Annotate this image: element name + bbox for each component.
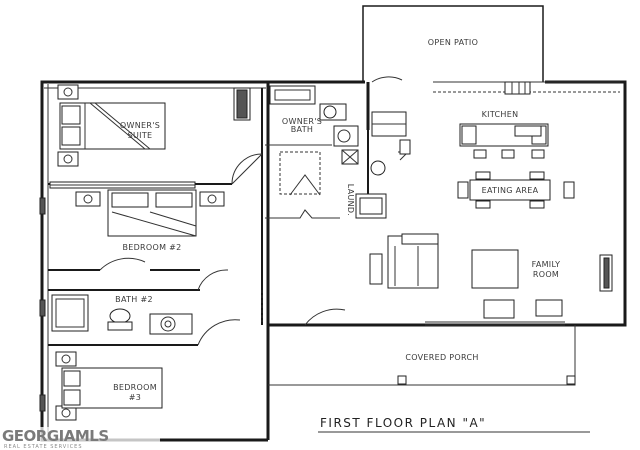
bedroom3-label-1: BEDROOM bbox=[113, 383, 157, 392]
covered-porch: COVERED PORCH bbox=[268, 325, 576, 386]
owners-bath: OWNER'S BATH bbox=[231, 85, 359, 196]
bedroom2-label: BEDROOM #2 bbox=[122, 243, 181, 252]
bedroom3-label-2: #3 bbox=[129, 393, 141, 402]
family-room-label-1: FAMILY bbox=[532, 260, 561, 269]
interior-walls bbox=[261, 184, 340, 325]
owners-suite-label-1: OWNER'S bbox=[120, 121, 160, 130]
kitchen: KITCHEN bbox=[459, 110, 549, 159]
owners-suite-label-2: SUITE bbox=[128, 131, 153, 140]
bedroom-2: BEDROOM #2 bbox=[48, 189, 225, 271]
watermark: GEORGIAMLS REAL ESTATE SERVICES bbox=[0, 427, 160, 450]
kitchen-label: KITCHEN bbox=[482, 110, 519, 119]
watermark-brand: GEORGIAMLS bbox=[2, 427, 109, 445]
family-room-label-2: ROOM bbox=[533, 270, 559, 279]
patio-slider-door bbox=[371, 76, 620, 95]
open-patio: OPEN PATIO bbox=[362, 5, 544, 82]
family-room: FAMILY ROOM bbox=[304, 233, 613, 326]
open-patio-label: OPEN PATIO bbox=[428, 38, 478, 47]
owners-bath-label-2: BATH bbox=[291, 125, 313, 134]
covered-porch-label: COVERED PORCH bbox=[405, 353, 478, 362]
bedroom-3: BEDROOM #3 bbox=[39, 351, 163, 421]
laundry-label: LAUND. bbox=[346, 184, 355, 216]
bath2-label: BATH #2 bbox=[115, 295, 153, 304]
bath-2: BATH #2 bbox=[39, 269, 241, 346]
plan-title-group: FIRST FLOOR PLAN "A" bbox=[318, 416, 590, 433]
laundry: LAUND. bbox=[346, 111, 411, 219]
owners-suite: OWNER'S SUITE bbox=[39, 84, 251, 215]
watermark-tagline: REAL ESTATE SERVICES bbox=[4, 444, 83, 450]
eating-area-label: EATING AREA bbox=[482, 186, 539, 195]
owners-bath-label-1: OWNER'S bbox=[282, 117, 322, 126]
plan-title: FIRST FLOOR PLAN "A" bbox=[320, 416, 486, 430]
eating-area: EATING AREA bbox=[457, 171, 575, 209]
